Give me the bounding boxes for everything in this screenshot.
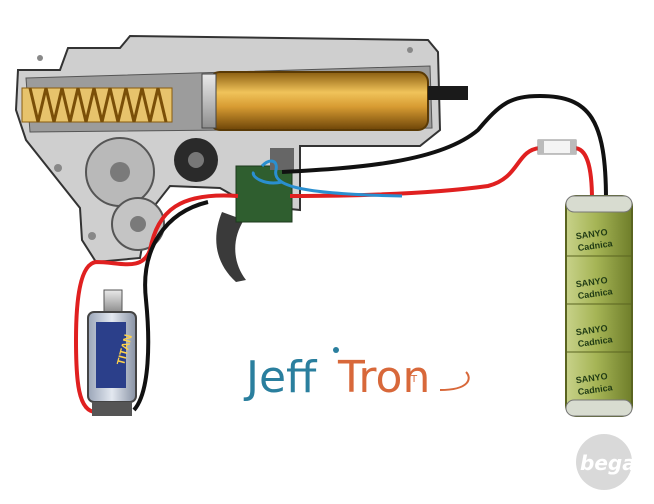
switch-unit bbox=[235, 148, 294, 223]
jefftron-logo: Jeff Tron IT bbox=[243, 347, 470, 403]
motor: TITAN bbox=[87, 289, 137, 416]
gears bbox=[85, 137, 218, 251]
battery-brand-label: SANYO bbox=[575, 227, 608, 241]
battery-brand-label-3: SANYO bbox=[575, 323, 608, 337]
logo-sub-text: IT bbox=[408, 374, 418, 385]
fuse bbox=[537, 139, 577, 155]
battery-line-label-3: Cadnica bbox=[577, 334, 614, 349]
wires bbox=[73, 93, 608, 414]
spring bbox=[21, 87, 173, 123]
battery-brand-label-4: SANYO bbox=[575, 371, 608, 385]
logo-jeff-text: Jeff bbox=[243, 352, 318, 403]
battery-brand-label-2: SANYO bbox=[575, 275, 608, 289]
battery-line-label: Cadnica bbox=[577, 238, 614, 253]
cylinder bbox=[201, 71, 468, 131]
battery-line-label-4: Cadnica bbox=[577, 382, 614, 397]
logo-tron-text: Tron bbox=[337, 352, 430, 403]
trigger bbox=[216, 212, 246, 282]
watermark-text: begadi bbox=[580, 451, 654, 475]
battery-pack: SANYO Cadnica SANYO Cadnica SANYO Cadnic… bbox=[565, 195, 633, 417]
begadi-watermark: begadi bbox=[576, 434, 654, 490]
battery-line-label-2: Cadnica bbox=[577, 286, 614, 301]
